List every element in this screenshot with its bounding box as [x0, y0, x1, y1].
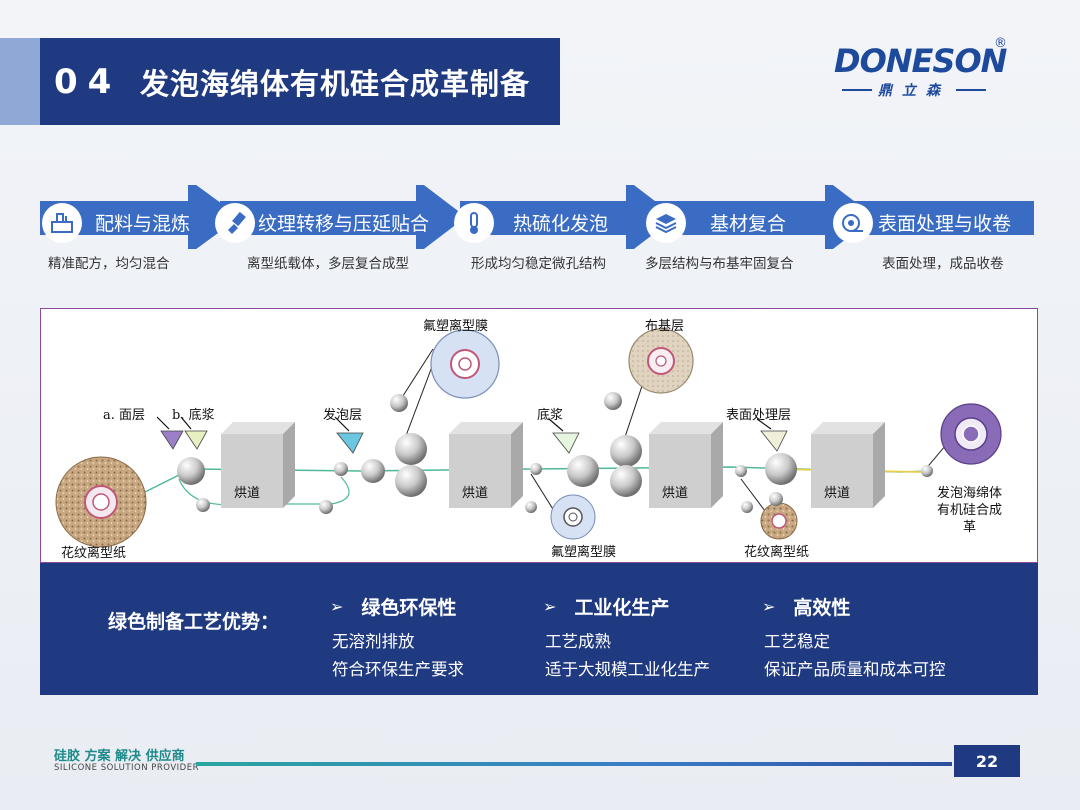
label-base-slurry: 底浆 [537, 408, 564, 423]
oven-4 [811, 422, 885, 508]
advantage-efficiency: ➢高效性 工艺稳定 保证产品质量和成本可控 [762, 597, 946, 679]
label-base-slurry-b: b. 底浆 [172, 408, 215, 423]
label-paper-left: 花纹离型纸 [61, 546, 127, 561]
oven-3 [649, 422, 723, 508]
dispenser-surface-layer [760, 430, 788, 452]
label-foam-layer: 发泡层 [323, 408, 363, 423]
label-product: 发泡海绵体 有机硅合成 革 [937, 486, 1003, 535]
chevron-right-icon: ➢ [543, 597, 557, 616]
step-arrow-3 [460, 185, 676, 249]
label-oven-2: 烘道 [462, 486, 489, 501]
thermometer-icon [454, 203, 494, 243]
logo-chinese: 鼎立森 [834, 80, 994, 100]
film-line-bottom [530, 473, 557, 515]
step-sub-3: 形成均匀稳定微孔结构 [471, 256, 606, 272]
step-sub-1: 精准配方，均匀混合 [48, 256, 170, 272]
advantage-green: ➢绿色环保性 无溶剂排放 符合环保生产要求 [330, 597, 464, 679]
section-header: 04 发泡海绵体有机硅合成革制备 [40, 38, 560, 125]
label-top-layer: a. 面层 [103, 408, 146, 423]
step-arrow-5 [840, 201, 1034, 235]
header-accent-bar [0, 38, 40, 125]
brush-icon [215, 203, 255, 243]
step-label-1: 配料与混炼 [95, 213, 191, 235]
label-surface-layer: 表面处理层 [726, 408, 792, 423]
logo-wordmark: DONESON [834, 42, 1007, 80]
footer-slogan: 硅胶 方案 解决 供应商 [54, 749, 185, 764]
advantages-panel: 绿色制备工艺优势： ➢绿色环保性 无溶剂排放 符合环保生产要求 ➢工业化生产 工… [40, 563, 1038, 695]
process-steps: 配料与混炼 精准配方，均匀混合 纹理转移与压延贴合 离型纸载体，多层复合成型 热… [40, 185, 1040, 275]
step-arrow-4 [655, 185, 875, 249]
footer-divider [196, 762, 952, 766]
step-arrow-2 [220, 185, 466, 249]
dispenser-foam-layer [336, 432, 364, 454]
logo-registered-mark: ® [994, 36, 1007, 51]
step-sub-5: 表面处理，成品收卷 [882, 256, 1004, 272]
dispenser-base-slurry [552, 432, 580, 454]
step-label-2: 纹理转移与压延贴合 [258, 213, 430, 235]
dispenser-base-slurry-b [184, 430, 208, 450]
layers-icon [646, 203, 686, 243]
page-title: 发泡海绵体有机硅合成革制备 [140, 66, 531, 101]
advantages-title: 绿色制备工艺优势： [108, 611, 280, 633]
label-fabric-layer: 布基层 [645, 319, 685, 334]
label-oven-4: 烘道 [824, 486, 851, 501]
label-paper-right: 花纹离型纸 [744, 545, 810, 560]
step-label-5: 表面处理与收卷 [878, 213, 1012, 235]
oven-2 [449, 422, 523, 508]
process-diagram-svg [55, 328, 1002, 548]
step-sub-4: 多层结构与布基牢固复合 [645, 256, 794, 272]
step-label-4: 基材复合 [710, 213, 787, 235]
page-number: 22 [954, 745, 1020, 777]
mixer-icon [42, 203, 82, 243]
section-number: 04 [54, 61, 122, 102]
label-fluoro-film-bottom: 氟塑离型膜 [551, 545, 617, 560]
process-diagram: a. 面层 b. 底浆 花纹离型纸 烘道 发泡层 氟塑离型膜 烘道 底浆 氟塑离… [40, 308, 1038, 563]
chevron-right-icon: ➢ [762, 597, 776, 616]
dispenser-top-layer [160, 430, 184, 450]
step-arrow-1 [40, 185, 240, 249]
label-oven-1: 烘道 [234, 486, 261, 501]
step-label-3: 热硫化发泡 [513, 213, 609, 235]
roll-icon [833, 203, 873, 243]
label-fluoro-film-top: 氟塑离型膜 [423, 319, 489, 334]
label-oven-3: 烘道 [662, 486, 689, 501]
advantage-industrial: ➢工业化生产 工艺成熟 适于大规模工业化生产 [543, 597, 710, 679]
step-sub-2: 离型纸载体，多层复合成型 [247, 256, 409, 272]
footer-slogan-en: SILICONE SOLUTION PROVIDER [54, 763, 199, 773]
rollers [177, 392, 933, 514]
chevron-right-icon: ➢ [330, 597, 344, 616]
oven-1 [221, 422, 295, 508]
brand-logo: DONESON ® 鼎立森 [834, 36, 1014, 102]
